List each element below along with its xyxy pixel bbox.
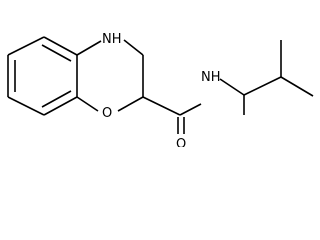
chemical-structure: NH O O NH: [7, 32, 314, 147]
atom-label-o-carbonyl: O: [176, 137, 186, 147]
oxazine-ring: [76, 39, 144, 112]
atom-label-nh: NH: [102, 32, 122, 47]
atom-label-nh-amide: NH: [201, 70, 221, 85]
alkyl-substituent: [243, 40, 314, 115]
benzene-ring: [7, 36, 78, 116]
atom-label-o-ring: O: [102, 106, 112, 121]
amide-chain: [142, 78, 245, 134]
